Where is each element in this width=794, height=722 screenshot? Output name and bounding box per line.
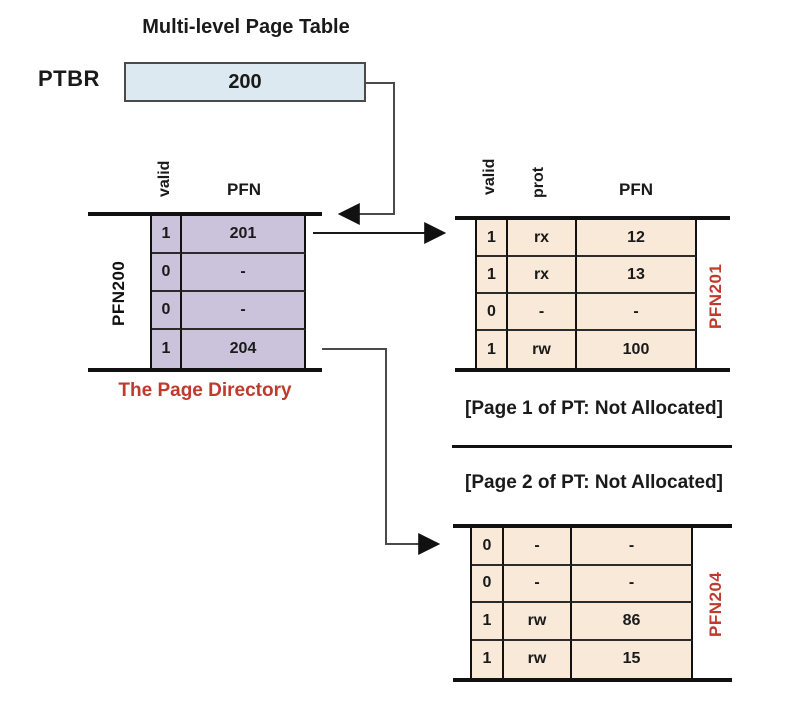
pt204-cell-pfn: -: [572, 528, 693, 566]
pt201-cell-prot: rx: [508, 257, 577, 294]
pfn204-frame: 0 - - 0 - - 1 rw 86 1 rw 15: [453, 524, 732, 682]
page1-not-allocated-note: [Page 1 of PT: Not Allocated]: [465, 398, 723, 419]
pt201-prot-column-header: prot: [530, 166, 547, 198]
directory-cell-valid: 0: [152, 292, 182, 330]
directory-cell-pfn: 204: [182, 330, 306, 368]
pfn201-frame-label: PFN201: [706, 263, 725, 329]
pt201-cell-prot: rx: [508, 220, 577, 257]
pt204-cell-prot: rw: [504, 603, 572, 641]
pfn201-page-table: 1 rx 12 1 rx 13 0 - - 1 rw 100: [475, 220, 697, 368]
pt204-cell-prot: -: [504, 565, 572, 603]
pt204-cell-valid: 0: [472, 565, 504, 603]
pt204-cell-prot: rw: [504, 640, 572, 678]
pfn204-frame-label: PFN204: [706, 571, 725, 637]
directory-cell-valid: 1: [152, 330, 182, 368]
directory-cell-pfn: -: [182, 254, 306, 292]
pt201-cell-pfn: 12: [577, 220, 697, 257]
pfn201-frame: 1 rx 12 1 rx 13 0 - - 1 rw 100: [455, 216, 730, 372]
pt201-cell-valid: 1: [477, 220, 508, 257]
directory-cell-pfn: 201: [182, 216, 306, 254]
pt201-cell-valid: 0: [477, 294, 508, 331]
pt204-cell-valid: 0: [472, 528, 504, 566]
ptbr-value-box: 200: [124, 62, 366, 102]
pt201-cell-pfn: -: [577, 294, 697, 331]
ptbr-label: PTBR: [38, 66, 100, 91]
directory-pfn-column-header: PFN: [227, 180, 261, 199]
diagram-title: Multi-level Page Table: [142, 16, 350, 38]
page2-not-allocated-note: [Page 2 of PT: Not Allocated]: [465, 472, 723, 493]
page-directory-caption: The Page Directory: [118, 380, 292, 401]
pt204-cell-pfn: 86: [572, 603, 693, 641]
pt204-cell-valid: 1: [472, 640, 504, 678]
pt201-pfn-column-header: PFN: [619, 180, 653, 199]
pt201-cell-valid: 1: [477, 331, 508, 368]
pt204-cell-pfn: -: [572, 565, 693, 603]
pt204-cell-valid: 1: [472, 603, 504, 641]
directory-cell-pfn: -: [182, 292, 306, 330]
pt201-valid-column-header: valid: [481, 158, 498, 196]
pt204-cell-pfn: 15: [572, 640, 693, 678]
arrow-ptbr-to-directory: [337, 82, 395, 225]
directory-cell-valid: 1: [152, 216, 182, 254]
notes-divider-line: [452, 445, 732, 448]
pt201-cell-prot: rw: [508, 331, 577, 368]
directory-cell-valid: 0: [152, 254, 182, 292]
pt201-cell-valid: 1: [477, 257, 508, 294]
page-directory-frame: 1 201 0 - 0 - 1 204: [88, 212, 322, 372]
arrow-directory-to-pfn204: [322, 348, 441, 555]
pfn204-page-table: 0 - - 0 - - 1 rw 86 1 rw 15: [470, 528, 693, 678]
pt201-cell-pfn: 100: [577, 331, 697, 368]
pt201-cell-prot: -: [508, 294, 577, 331]
directory-frame-label: PFN200: [109, 260, 128, 326]
pt204-cell-prot: -: [504, 528, 572, 566]
page-directory-table: 1 201 0 - 0 - 1 204: [150, 216, 306, 368]
directory-valid-column-header: valid: [156, 160, 173, 198]
pt201-cell-pfn: 13: [577, 257, 697, 294]
